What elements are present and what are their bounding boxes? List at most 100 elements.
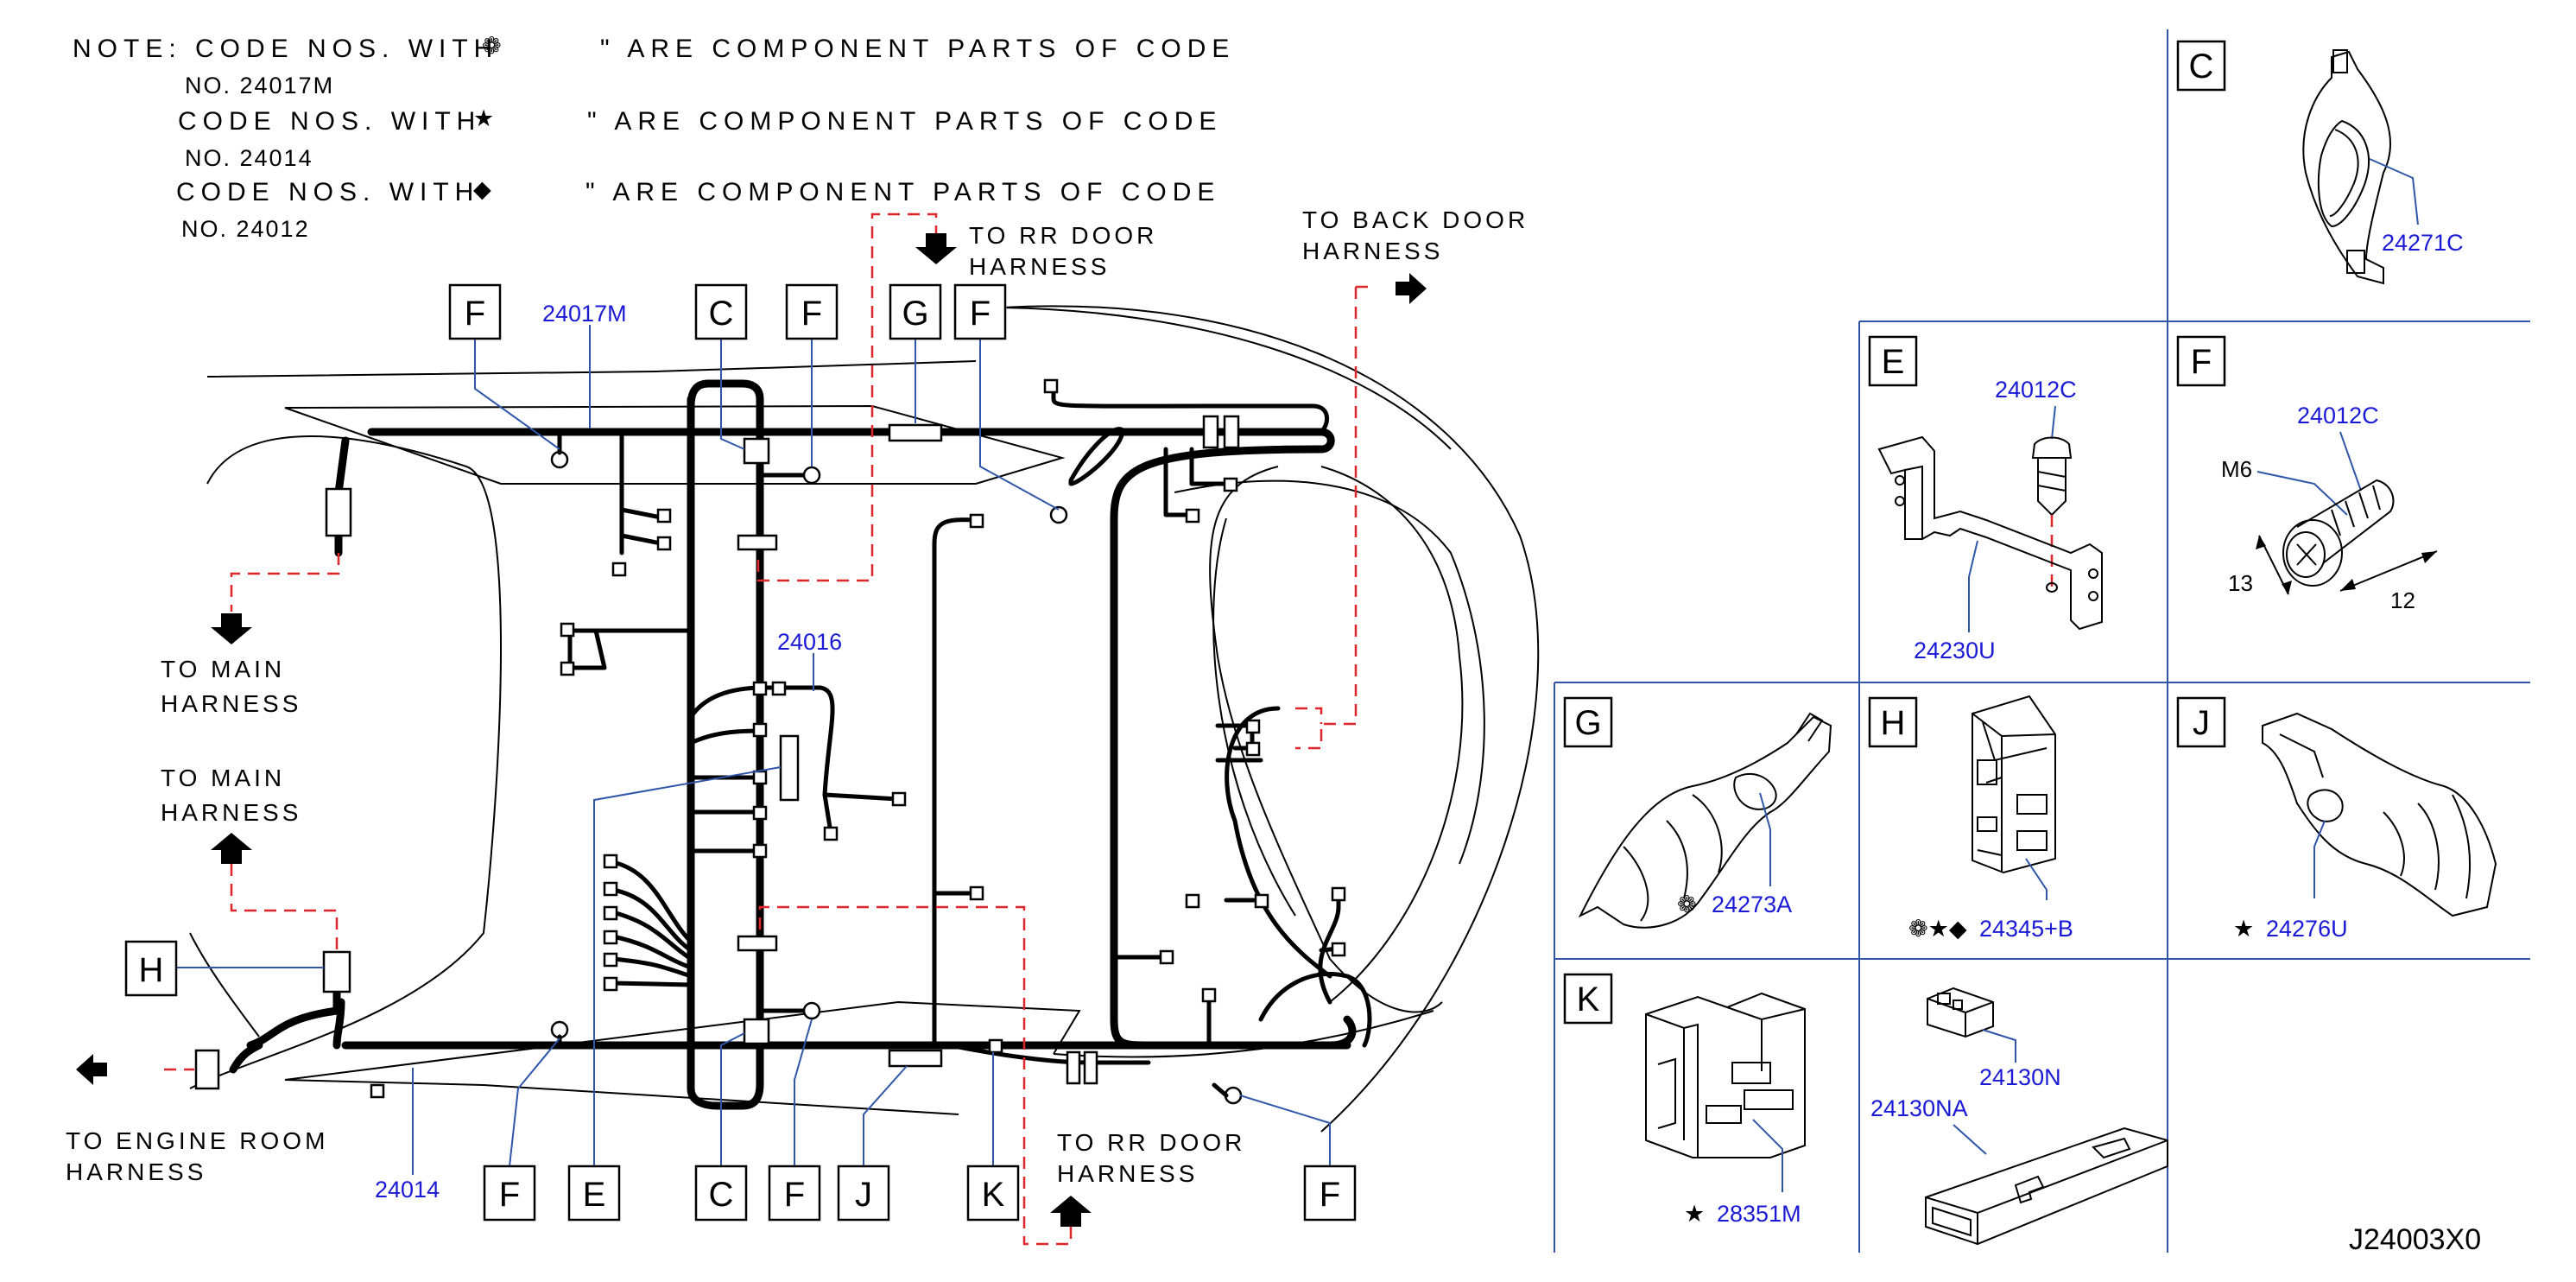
clip-24271C-drawing xyxy=(2302,49,2391,285)
harness-tape-g-drawing xyxy=(1578,712,1832,929)
callout-k-bottom[interactable]: K xyxy=(982,1176,1005,1214)
dimension-thread: M6 xyxy=(2221,456,2252,482)
bolt-f-drawing xyxy=(2282,479,2395,587)
detail-g: G ❁ 24273A xyxy=(1563,696,1832,929)
detail-f: F 24012C M6 13 12 xyxy=(2176,335,2438,613)
part-24012C-e[interactable]: 24012C xyxy=(1995,377,2077,403)
callout-c-top[interactable]: C xyxy=(709,295,734,333)
caption-main-2a: TO MAIN xyxy=(161,765,285,791)
part-24014[interactable]: 24014 xyxy=(375,1177,440,1203)
caption-main-2b: HARNESS xyxy=(161,799,301,826)
bolt-drawing xyxy=(2031,436,2073,517)
detail-c-letter: C xyxy=(2189,48,2214,86)
callout-f-bottom-1[interactable]: F xyxy=(499,1176,520,1214)
detail-k: K ★ 28351M xyxy=(1563,973,1806,1227)
clip-g xyxy=(888,423,943,442)
captions: TO RR DOOR HARNESS TO BACK DOOR HARNESS … xyxy=(66,206,1529,1187)
note-3-prefix: CODE NOS. WITH xyxy=(176,178,479,206)
housing-24130NA-drawing xyxy=(1925,1127,2168,1246)
inline-connector xyxy=(322,950,351,993)
part-24273A[interactable]: 24273A xyxy=(1712,892,1792,917)
callout-f-top-3[interactable]: F xyxy=(970,295,991,333)
callout-g-top[interactable]: G xyxy=(902,295,928,333)
direction-arrows xyxy=(76,233,1427,1227)
caption-rr-door-top-2: HARNESS xyxy=(969,253,1110,280)
dimension-length: 12 xyxy=(2390,587,2415,613)
caption-rr-door-top-1: TO RR DOOR xyxy=(969,222,1157,249)
inline-connector xyxy=(325,487,352,537)
part-24016[interactable]: 24016 xyxy=(777,629,842,655)
callout-h-left[interactable]: H xyxy=(139,951,164,989)
part-24230U[interactable]: 24230U xyxy=(1914,638,1996,663)
callout-f-bottom-2[interactable]: F xyxy=(784,1176,805,1214)
note-3-code: NO. 24012 xyxy=(181,216,310,242)
bracket-24230U-drawing xyxy=(1877,435,2103,631)
arrow-left-icon xyxy=(76,1054,107,1085)
caption-main-1b: HARNESS xyxy=(161,690,301,717)
caption-rr-door-bottom-2: HARNESS xyxy=(1057,1160,1198,1187)
dimension-width: 13 xyxy=(2228,570,2253,596)
note-1-suffix: " ARE COMPONENT PARTS OF CODE xyxy=(600,35,1235,63)
connector xyxy=(743,1018,770,1045)
part-24012C-f[interactable]: 24012C xyxy=(2297,403,2379,428)
part-24273A-symbol: ❁ xyxy=(1677,892,1697,917)
callout-j-bottom[interactable]: J xyxy=(855,1176,872,1214)
note-2-prefix: CODE NOS. WITH xyxy=(178,107,481,136)
caption-engine-room-2: HARNESS xyxy=(66,1158,206,1185)
detail-e: E 24012C 24230U xyxy=(1868,335,2103,663)
clip xyxy=(1223,415,1240,449)
note-2-suffix: " ARE COMPONENT PARTS OF CODE xyxy=(587,107,1222,136)
part-24276U[interactable]: 24276U xyxy=(2266,916,2348,942)
note-1-code: NO. 24017M xyxy=(185,73,334,98)
detail-k-letter: K xyxy=(1577,981,1600,1019)
part-24130NA[interactable]: 24130NA xyxy=(1870,1095,1968,1121)
connector xyxy=(779,734,800,802)
callout-f-bottom-3[interactable]: F xyxy=(1320,1176,1340,1214)
diagram-reference-code: J24003X0 xyxy=(2349,1223,2481,1256)
part-28351M[interactable]: 28351M xyxy=(1717,1201,1801,1227)
part-24271C[interactable]: 24271C xyxy=(2382,230,2464,256)
arrow-down-icon xyxy=(915,233,957,264)
part-24130N[interactable]: 24130N xyxy=(1979,1064,2061,1090)
harness-tape-j-drawing xyxy=(2262,712,2497,917)
connector-28351M-drawing xyxy=(1645,992,1806,1158)
caption-main-1a: TO MAIN xyxy=(161,656,285,682)
dashed-routes xyxy=(164,213,1373,1246)
diamond-symbol: ◆ xyxy=(473,176,491,202)
clip xyxy=(1066,1050,1081,1085)
star-symbol: ★ xyxy=(473,105,494,131)
caption-rr-door-bottom-1: TO RR DOOR xyxy=(1057,1129,1245,1156)
arrow-up-icon xyxy=(1050,1196,1092,1227)
inline-connector xyxy=(194,1049,220,1090)
caption-engine-room-1: TO ENGINE ROOM xyxy=(66,1127,328,1154)
part-24345B[interactable]: 24345+B xyxy=(1979,916,2073,942)
clip xyxy=(1083,1050,1098,1085)
note-3-suffix: " ARE COMPONENT PARTS OF CODE xyxy=(585,178,1220,206)
connector-24345B-drawing xyxy=(1972,695,2056,874)
callout-f-top-1[interactable]: F xyxy=(465,295,485,333)
note-2-code: NO. 24014 xyxy=(185,145,313,171)
clip xyxy=(1202,415,1219,449)
main-part-numbers: 24017M 24016 24014 xyxy=(375,301,842,1203)
connector xyxy=(743,437,770,465)
flower-symbol: ❁ xyxy=(482,33,502,59)
harness-24017M xyxy=(334,379,1357,1110)
detail-h: H ❁★◆ 24345+B xyxy=(1868,695,2073,942)
callout-c-bottom[interactable]: C xyxy=(709,1176,734,1214)
callout-f-top-2[interactable]: F xyxy=(801,295,822,333)
connector-24130N-drawing xyxy=(1927,987,1994,1038)
leader-lines xyxy=(151,307,1331,1175)
callouts-top: F C F G F xyxy=(448,283,1007,340)
callout-e-bottom[interactable]: E xyxy=(583,1176,606,1214)
note-1-prefix: NOTE: CODE NOS. WITH xyxy=(73,35,498,63)
detail-j: J ★ 24276U xyxy=(2176,696,2497,942)
detail-grid xyxy=(1554,29,2530,1253)
arrow-up-icon xyxy=(211,833,252,864)
caption-back-door-1: TO BACK DOOR xyxy=(1302,206,1529,233)
part-24345B-symbols: ❁★◆ xyxy=(1908,916,1967,942)
connectors xyxy=(194,378,1346,1105)
body-outline xyxy=(189,305,1540,1133)
detail-24130: 24130N 24130NA xyxy=(1870,987,2168,1246)
part-24017M[interactable]: 24017M xyxy=(542,301,627,327)
